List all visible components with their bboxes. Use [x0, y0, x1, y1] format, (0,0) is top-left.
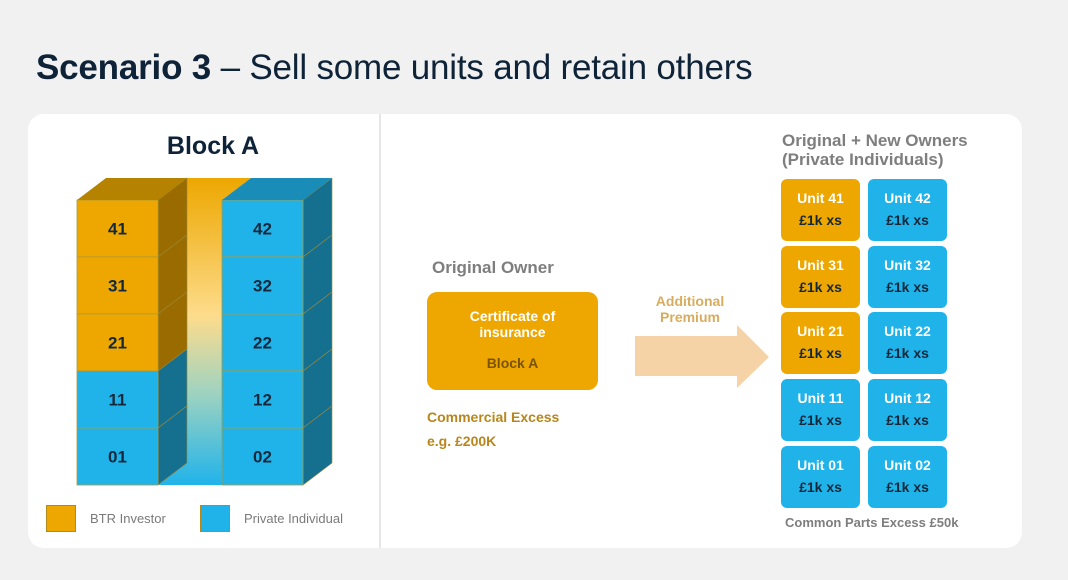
unit-tile: Unit 01 £1k xs	[781, 446, 860, 508]
unit-front-face	[76, 427, 159, 486]
owners-heading-line1: Original + New Owners	[782, 131, 968, 150]
unit-excess: £1k xs	[886, 279, 929, 295]
unit-name: Unit 41	[797, 190, 844, 206]
stack-roof	[77, 178, 187, 200]
slide-title-rest: – Sell some units and retain others	[211, 48, 753, 87]
slide-title: Scenario 3 – Sell some units and retain …	[36, 48, 753, 88]
unit-name: Unit 02	[884, 457, 931, 473]
unit-number-label: 31	[108, 277, 127, 296]
block-title: Block A	[166, 132, 260, 160]
panel-divider	[379, 114, 381, 548]
owners-heading: Original + New Owners (Private Individua…	[782, 131, 968, 169]
unit-tile: Unit 41 £1k xs	[781, 179, 860, 241]
legend-private-individual: Private Individual	[200, 505, 343, 532]
unit-front-face	[76, 313, 159, 372]
commercial-excess: Commercial Excess e.g. £200K	[427, 405, 559, 453]
left-unit-stack: 41 31 21 11 01	[76, 177, 188, 486]
unit-front-face	[221, 256, 304, 315]
unit-front-face	[221, 199, 304, 258]
unit-name: Unit 32	[884, 257, 931, 273]
commercial-excess-label: Commercial Excess	[427, 409, 560, 425]
unit-excess: £1k xs	[799, 212, 842, 228]
unit-tile: Unit 21 £1k xs	[781, 312, 860, 374]
unit-tile: Unit 32 £1k xs	[868, 246, 947, 308]
certificate-title: Certificate of insurance	[469, 308, 556, 340]
unit-front-face	[221, 427, 304, 486]
legend-btr-investor: BTR Investor	[46, 505, 166, 532]
certificate-block: Block A	[486, 355, 539, 371]
common-parts-excess: Common Parts Excess £50k	[785, 515, 959, 530]
certificate-of-insurance-box: Certificate of insurance Block A	[427, 292, 598, 390]
unit-front-face	[221, 313, 304, 372]
unit-number-label: 12	[253, 391, 272, 410]
unit-tile: Unit 22 £1k xs	[868, 312, 947, 374]
unit-number-label: 11	[109, 391, 127, 410]
original-owner-heading: Original Owner	[432, 258, 554, 277]
unit-number-label: 32	[253, 277, 272, 296]
unit-excess: £1k xs	[799, 479, 842, 495]
unit-excess: £1k xs	[886, 412, 929, 428]
unit-name: Unit 01	[797, 457, 844, 473]
block-a-building-diagram: 41 31 21 11 01 42 32 22 12 02	[76, 177, 333, 486]
unit-tile: Unit 02 £1k xs	[868, 446, 947, 508]
stack-roof	[222, 178, 332, 200]
right-unit-stack: 42 32 22 12 02	[221, 177, 333, 486]
unit-name: Unit 12	[884, 390, 931, 406]
commercial-excess-value: e.g. £200K	[427, 433, 497, 449]
unit-excess: £1k xs	[799, 412, 842, 428]
unit-number-label: 01	[108, 448, 127, 467]
slide-title-bold: Scenario 3	[36, 48, 212, 87]
legend-swatch-btr	[46, 505, 76, 532]
right-arrow-icon	[635, 325, 769, 388]
legend-label: BTR Investor	[90, 511, 166, 526]
unit-front-face	[76, 370, 159, 429]
unit-excess: £1k xs	[799, 345, 842, 361]
unit-excess: £1k xs	[799, 279, 842, 295]
unit-number-label: 21	[108, 334, 127, 353]
unit-name: Unit 21	[797, 323, 844, 339]
unit-tile: Unit 11 £1k xs	[781, 379, 860, 441]
unit-number-label: 41	[108, 220, 127, 239]
unit-tile: Unit 42 £1k xs	[868, 179, 947, 241]
unit-number-label: 02	[253, 448, 272, 467]
unit-front-face	[76, 256, 159, 315]
unit-tile: Unit 12 £1k xs	[868, 379, 947, 441]
legend-swatch-private	[200, 505, 230, 532]
unit-front-face	[221, 370, 304, 429]
unit-number-label: 42	[253, 220, 272, 239]
unit-excess: £1k xs	[886, 479, 929, 495]
legend-label: Private Individual	[244, 511, 343, 526]
unit-tile: Unit 31 £1k xs	[781, 246, 860, 308]
unit-name: Unit 42	[884, 190, 931, 206]
unit-number-label: 22	[253, 334, 272, 353]
additional-premium-label: Additional Premium	[655, 293, 725, 325]
owners-heading-line2: (Private Individuals)	[782, 150, 944, 169]
unit-name: Unit 22	[884, 323, 931, 339]
unit-excess: £1k xs	[886, 345, 929, 361]
unit-name: Unit 31	[797, 257, 844, 273]
unit-excess: £1k xs	[886, 212, 929, 228]
unit-name: Unit 11	[797, 390, 844, 406]
